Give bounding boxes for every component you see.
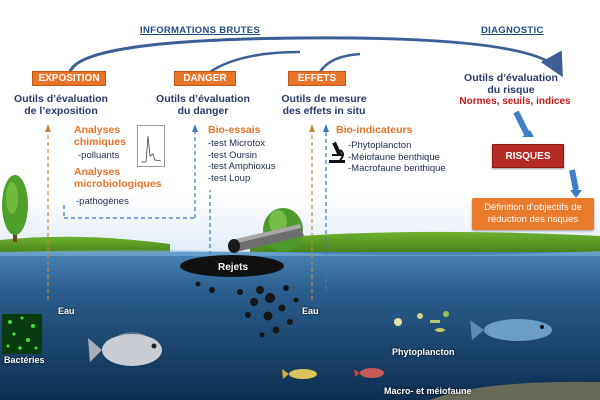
eau-left-label: Eau: [58, 306, 75, 316]
bioindicateurs-label: Bio-indicateurs: [336, 124, 413, 136]
pipe-icon: [228, 224, 304, 253]
analyses-chimiques-label: Analyses chimiques: [74, 124, 126, 148]
danger-box: DANGER: [174, 71, 236, 86]
effets-title-line2: des effets in situ: [282, 105, 366, 117]
definition-line2: réduction des risques: [487, 214, 579, 225]
bioessais-label: Bio-essais: [208, 124, 261, 136]
bacteries-label: Bactéries: [4, 355, 45, 365]
effets-items-list: -Phytoplancton -Méiofaune benthique -Mac…: [348, 140, 446, 175]
macrofaune-label: Macro- et méiofaune: [384, 386, 472, 396]
rejets-label: Rejets: [218, 262, 249, 273]
effets-box: EFFETS: [288, 71, 346, 86]
danger-title-line1: Outils d’évaluation: [156, 93, 250, 105]
exposition-title-line2: de l’exposition: [24, 105, 98, 117]
exposition-title: Outils d’évaluation de l’exposition: [4, 93, 118, 117]
analyses-chimiques-line2: chimiques: [74, 136, 126, 148]
analyses-micro-line2: microbiologiques: [74, 178, 162, 190]
bioindicator-item: -Méiofaune benthique: [348, 151, 440, 163]
danger-title-line2: du danger: [177, 105, 229, 117]
arrow-to-risques: [513, 110, 531, 138]
analyses-micro-line1: Analyses: [74, 166, 121, 178]
definition-box: Définition d’objectifs de réduction des …: [472, 198, 594, 230]
analyses-micro-label: Analyses microbiologiques: [74, 166, 162, 190]
chromatogram-icon: [137, 125, 165, 167]
diagnostic-title: Outils d’évaluation du risque: [446, 72, 576, 96]
effets-title-line1: Outils de mesure: [281, 93, 367, 105]
exposition-box: EXPOSITION: [32, 71, 106, 86]
fish-seabream-icon: [88, 332, 162, 366]
rejets-plume: [180, 255, 299, 338]
microscope-icon: [329, 141, 345, 163]
pathogenes-item: -pathogènes: [76, 196, 129, 207]
phytoplancton-label: Phytoplancton: [392, 347, 455, 357]
risques-box: RISQUES: [492, 144, 564, 168]
land-right: [250, 231, 600, 256]
test-item: -test Oursin: [208, 149, 258, 161]
sediment: [430, 381, 600, 400]
test-item: -test Loup: [208, 172, 251, 184]
polluants-item: -polluants: [78, 150, 120, 161]
danger-tests-list: -test Microtox -test Oursin -test Amphio…: [208, 138, 276, 184]
test-item: -test Amphioxus: [208, 161, 276, 172]
exposition-title-line1: Outils d’évaluation: [14, 93, 108, 105]
fish-bass-icon: [470, 319, 552, 341]
header-diagnostic: DIAGNOSTIC: [481, 25, 544, 36]
bioindicator-item: -Macrofaune benthique: [348, 163, 446, 174]
fish-red-icon: [354, 368, 384, 378]
diagnostic-title-line2: du risque: [487, 84, 535, 96]
fish-small-icon: [282, 369, 317, 379]
diagnostic-title-line1: Outils d’évaluation: [464, 72, 558, 84]
danger-title: Outils d’évaluation du danger: [148, 93, 258, 117]
tree-left-icon: [2, 175, 28, 242]
normes-label: Normes, seuils, indices: [459, 96, 571, 107]
eau-mid-label: Eau: [302, 306, 319, 316]
effets-title: Outils de mesure des effets in situ: [274, 93, 374, 117]
bioindicator-item: -Phytoplancton: [348, 140, 412, 151]
definition-line1: Définition d’objectifs de: [484, 202, 582, 213]
test-item: -test Microtox: [208, 138, 266, 149]
bacteria-image: [2, 314, 42, 354]
top-arc-arrow: [68, 36, 563, 78]
header-informations-brutes: INFORMATIONS BRUTES: [140, 25, 261, 36]
analyses-chimiques-line1: Analyses: [74, 124, 121, 136]
phytoplankton-icons: [394, 311, 449, 332]
arrow-to-definition: [569, 169, 579, 191]
